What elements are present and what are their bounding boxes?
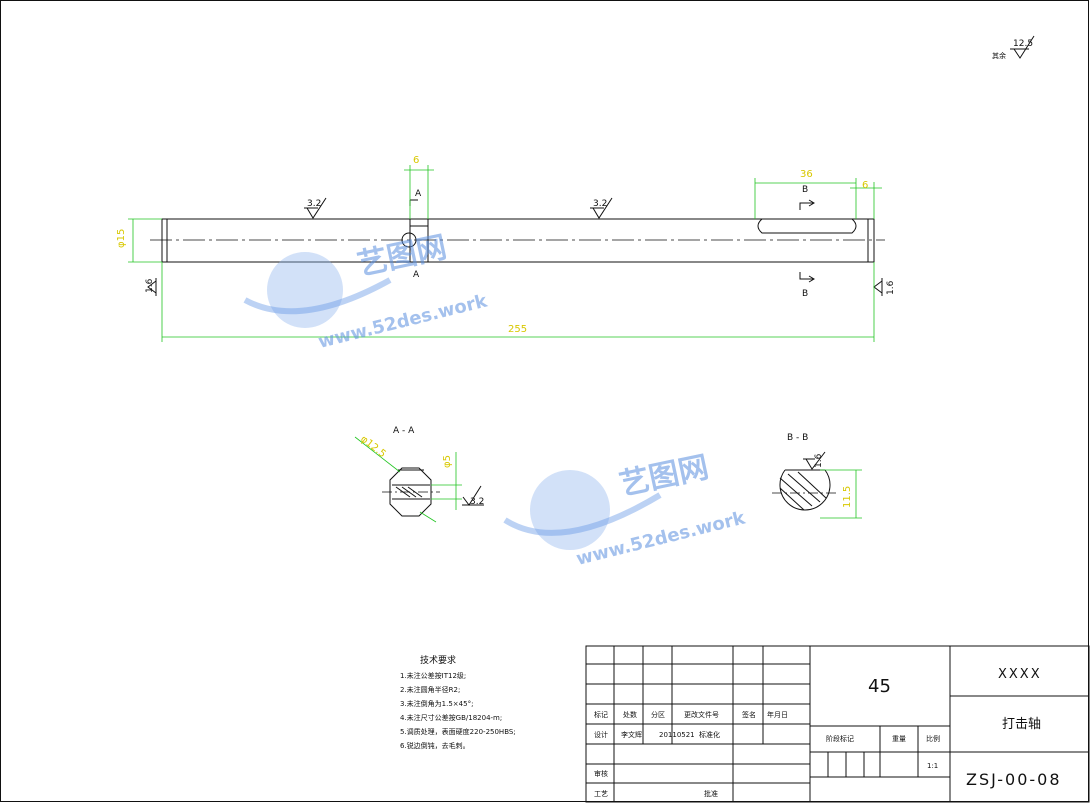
tech-req-title: 技术要求 — [420, 654, 456, 666]
tb-standardize-label: 标准化 — [699, 730, 720, 739]
tb-part-name: 打击轴 — [1002, 717, 1041, 732]
dim-total-length: 255 — [508, 324, 527, 335]
dimension-lines: 6 36 6 φ15 255 — [116, 155, 882, 342]
section-mark-b-top: B — [802, 185, 808, 195]
roughness-end-left-symbol: 1.6 — [145, 278, 157, 296]
dim-aa-outer: φ12.5 — [358, 434, 388, 460]
tb-header-signature: 签名 — [742, 710, 756, 719]
tech-req-item: 2.未注圆角半径R2; — [400, 685, 460, 694]
tb-header-zone: 分区 — [651, 710, 665, 719]
svg-text:1.6: 1.6 — [145, 278, 155, 293]
tech-req-item: 3.未注倒角为1.5×45°; — [400, 699, 473, 708]
tech-req-item: 6.锐边倒钝，去毛刺。 — [400, 741, 470, 750]
watermark-brand: 艺图网 — [354, 230, 449, 283]
svg-text:3.2: 3.2 — [593, 199, 607, 209]
section-bb-view: B - B 1.6 11.5 — [772, 433, 862, 519]
general-roughness-note: 其余 12.5 — [992, 35, 1035, 60]
tb-review-label: 审核 — [594, 769, 608, 778]
watermark-brand: 艺图网 — [616, 450, 711, 503]
general-roughness-label: 其余 — [992, 51, 1006, 60]
svg-text:3.2: 3.2 — [470, 497, 484, 507]
technical-requirements: 技术要求 1.未注公差按IT12级; 2.未注圆角半径R2; 3.未注倒角为1.… — [400, 654, 516, 750]
roughness-mid-symbol: 3.2 — [590, 197, 613, 219]
roughness-bb-symbol: 1.6 — [803, 451, 826, 470]
dim-hole-width: 6 — [413, 155, 419, 166]
tb-approve-label: 批准 — [704, 789, 718, 798]
tb-designer-name: 李文辉 — [621, 730, 642, 739]
tb-company: XXXX — [998, 667, 1042, 682]
watermark-upper: 艺图网 www.52des.work — [243, 230, 490, 353]
dim-slot-length: 36 — [800, 169, 813, 180]
tb-stage-label: 阶段标记 — [826, 734, 854, 743]
shaft-outline — [161, 218, 875, 263]
title-block: 标记 处数 分区 更改文件号 签名 年月日 设计 李文辉 20110521 标准… — [585, 645, 1090, 803]
svg-text:1.6: 1.6 — [814, 453, 824, 468]
section-bb-title: B - B — [787, 433, 808, 443]
tb-scale-value: 1:1 — [927, 762, 938, 770]
tech-req-item: 4.未注尺寸公差按GB/18204-m; — [400, 713, 502, 722]
dim-slot-offset: 6 — [862, 180, 868, 191]
roughness-aa-symbol: 3.2 — [462, 485, 484, 507]
watermark-lower: 艺图网 www.52des.work — [503, 450, 748, 570]
tb-header-mark: 标记 — [594, 710, 608, 719]
section-aa-title: A - A — [393, 426, 415, 436]
tb-design-date: 20110521 — [659, 731, 695, 739]
tb-designer-label: 设计 — [594, 730, 608, 739]
tb-weight-label: 重量 — [892, 735, 906, 743]
general-roughness-symbol — [1013, 35, 1035, 59]
section-mark-b-bottom: B — [802, 289, 808, 299]
tech-req-item: 5.调质处理，表面硬度220-250HBS; — [400, 727, 516, 736]
key-slot — [757, 218, 857, 234]
dim-diameter: φ15 — [116, 229, 127, 248]
section-aa-outline — [389, 467, 432, 517]
tech-req-item: 1.未注公差按IT12级; — [400, 671, 466, 680]
shaft-main-view: A A B B 3.2 3.2 1.6 1.6 — [145, 185, 896, 299]
tb-material: 45 — [868, 676, 891, 697]
dim-bb-width: 11.5 — [842, 486, 853, 508]
svg-text:3.2: 3.2 — [307, 199, 321, 209]
tb-process-label: 工艺 — [594, 790, 608, 798]
section-bb-outline — [779, 469, 831, 511]
section-mark-a-bottom: A — [413, 270, 420, 280]
tb-header-date: 年月日 — [767, 710, 788, 719]
roughness-left-symbol: 3.2 — [304, 197, 327, 219]
tb-header-count: 处数 — [623, 710, 637, 719]
section-aa-view: A - A φ12.5 φ5 3.2 — [354, 426, 484, 523]
tb-scale-label: 比例 — [926, 734, 940, 743]
general-roughness-value: 12.5 — [1013, 39, 1033, 49]
section-mark-a-top: A — [415, 189, 422, 199]
dim-aa-hole: φ5 — [442, 455, 453, 468]
svg-text:1.6: 1.6 — [886, 280, 896, 295]
tb-drawing-number: ZSJ-00-08 — [966, 770, 1062, 789]
tb-header-change-doc: 更改文件号 — [684, 710, 719, 719]
roughness-end-right-symbol: 1.6 — [873, 278, 896, 296]
